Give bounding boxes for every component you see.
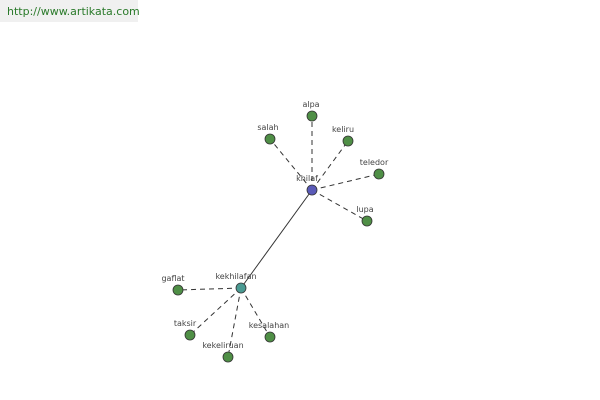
node-taksir[interactable] <box>184 329 196 341</box>
edge-khilaf-lupa <box>311 189 368 222</box>
node-label-gaflat: gaflat <box>161 274 184 283</box>
header-bar: http://www.artikata.com <box>0 0 140 22</box>
edge-kekhilafan-taksir <box>189 287 242 336</box>
node-label-teledor: teledor <box>360 158 389 167</box>
node-label-lupa: lupa <box>356 205 373 214</box>
node-gaflat[interactable] <box>172 284 184 296</box>
node-label-kekeliruan: kekeliruan <box>202 341 243 350</box>
node-label-keliru: keliru <box>332 125 354 134</box>
node-label-kekhilafan: kekhilafan <box>215 272 256 281</box>
edges-layer <box>177 116 380 358</box>
edge-khilaf-teledor <box>311 173 380 191</box>
edge-khilaf-salah <box>269 138 313 191</box>
edge-khilaf-keliru <box>311 140 349 191</box>
labels-layer: khilaf kekhilafan alpa salah keliru teledor lu… <box>161 100 388 350</box>
edge-khilaf-kekhilafan <box>240 189 313 289</box>
node-lupa[interactable] <box>361 215 373 227</box>
nodes-layer <box>172 110 385 363</box>
node-khilaf[interactable] <box>306 184 318 196</box>
node-kesalahan[interactable] <box>264 331 276 343</box>
site-link[interactable]: http://www.artikata.com <box>7 5 140 18</box>
edge-kekhilafan-gaflat <box>177 287 242 291</box>
node-label-khilaf: khilaf <box>296 174 318 183</box>
node-teledor[interactable] <box>373 168 385 180</box>
node-alpa[interactable] <box>306 110 318 122</box>
edge-kekhilafan-kesalahan <box>240 287 271 338</box>
node-label-salah: salah <box>257 123 278 132</box>
node-salah[interactable] <box>264 133 276 145</box>
node-label-alpa: alpa <box>302 100 319 109</box>
node-keliru[interactable] <box>342 135 354 147</box>
node-kekeliruan[interactable] <box>222 351 234 363</box>
node-kekhilafan[interactable] <box>235 282 247 294</box>
edge-kekhilafan-kekeliruan <box>227 287 242 358</box>
node-label-taksir: taksir <box>174 319 197 328</box>
node-label-kesalahan: kesalahan <box>249 321 290 330</box>
